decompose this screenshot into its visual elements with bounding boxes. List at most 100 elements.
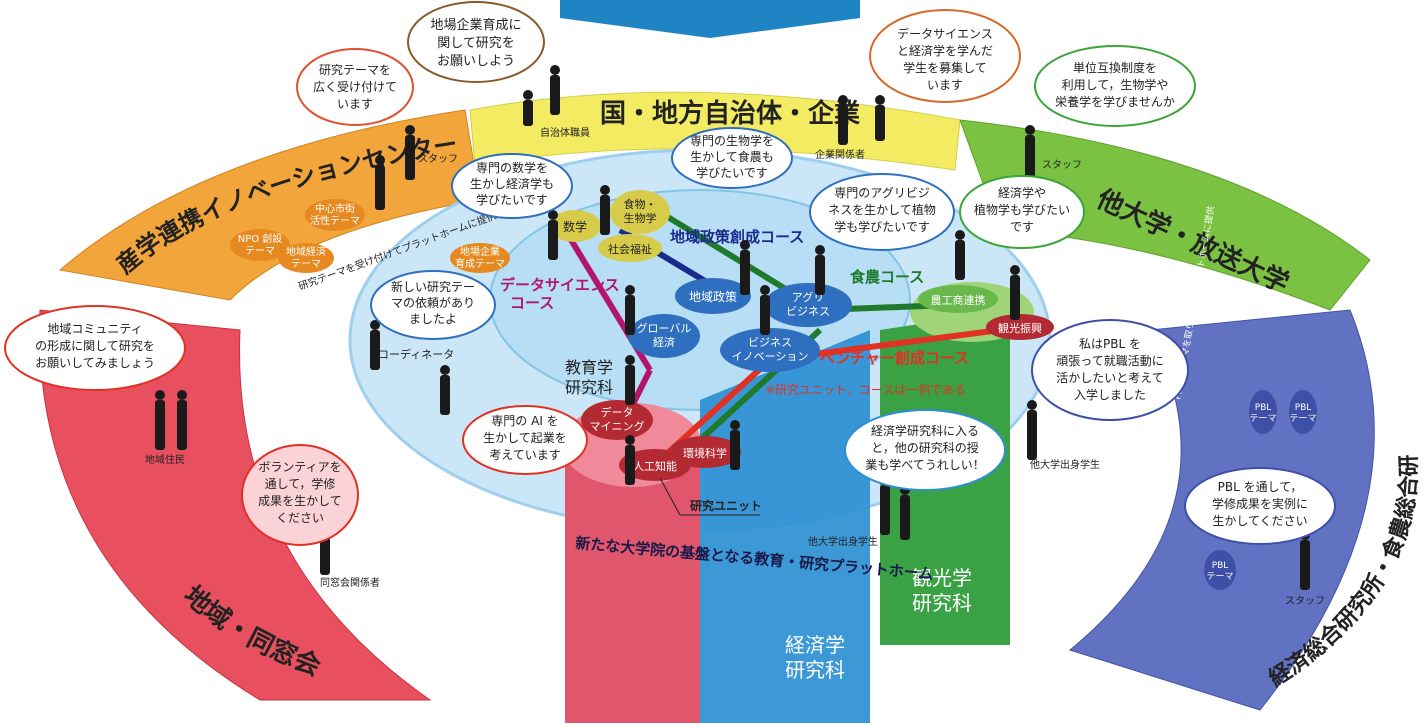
bubble-bio-student: 専門の生物学を 生かして食農も 学びたいです — [671, 127, 793, 189]
label-staff-left: スタッフ — [418, 153, 458, 165]
b6-l3: 学びたいです — [476, 192, 548, 207]
unit-math-label: 数学 — [563, 219, 587, 234]
person-icon — [370, 320, 380, 370]
bubble-local-official: 地場企業育成に 関して研究を お願いしよう — [407, 1, 545, 83]
tag-re-l2: テーマ — [291, 259, 321, 270]
tag-downtown-l2: 活性テーマ — [310, 214, 360, 227]
arc-right — [959, 119, 1371, 311]
b14-l3: 業も学べてうれしい！ — [865, 457, 985, 472]
b5-l2: 生かして食農も — [690, 149, 774, 164]
b3-l1: 研究テーマを — [319, 62, 391, 77]
person-icon — [548, 210, 558, 260]
label-staff-right: スタッフ — [1042, 159, 1082, 171]
research-unit-label: 研究ユニット — [690, 498, 762, 513]
bubble-company: データサイエンス と経済学を学んだ 学生を募集して います — [869, 9, 1021, 103]
bubble-pbl-student: 私はPBL を 頑張って就職活動に 活かしたいと考えて 入学しました — [1031, 319, 1189, 421]
b2-l2: と経済学を学んだ — [897, 43, 993, 58]
bubble-econ-student: 経済学研究科に入る と，他の研究科の授 業も学べてうれしい！ — [844, 409, 1006, 491]
b2-l1: データサイエンス — [897, 26, 993, 41]
person-icon — [405, 125, 415, 180]
b12-l2: 通して，学修 — [265, 476, 336, 491]
bubble-alumni: ボランティアを 通して，学修 成果を生かして ください — [241, 444, 359, 546]
person-icon — [155, 390, 165, 450]
tag-lf-l2: 育成テーマ — [455, 257, 505, 270]
person-icon — [955, 230, 965, 280]
b2-l4: います — [927, 78, 963, 92]
person-icon — [625, 435, 635, 485]
person-icon — [838, 95, 848, 145]
b4-l3: 栄養学を学びませんか — [1055, 94, 1175, 109]
tag-pbl-3-l1: PBL — [1212, 561, 1229, 571]
tag-npo-l2: テーマ — [245, 246, 275, 257]
b11-l4: 入学しました — [1074, 387, 1146, 402]
b1-l3: お願いしよう — [437, 54, 515, 69]
bubble-staff-right: 単位互換制度を 利用して，生物学や 栄養学を学びませんか — [1034, 45, 1196, 127]
pillar-economics — [700, 330, 870, 723]
b9-l2: マの依頼があり — [391, 295, 475, 310]
education-school-l2: 研究科 — [565, 378, 613, 397]
bubble-coordinator: 新しい研究テー マの依頼があり ましたよ — [370, 270, 496, 340]
person-icon — [900, 485, 910, 540]
person-icon — [1025, 125, 1035, 180]
b12-l3: 成果を生かして — [258, 494, 342, 508]
label-local-official: 自治体職員 — [540, 126, 590, 139]
b9-l1: 新しい研究テー — [391, 279, 475, 294]
b5-l1: 専門の生物学を — [690, 133, 774, 148]
economics-school-l1: 経済学 — [785, 633, 845, 657]
arc-top-title: 国・地方自治体・企業 — [600, 98, 860, 129]
unit-food-bio-l2: 生物学 — [624, 211, 657, 225]
bubble-staff-left: 研究テーマを 広く受け付けて います — [296, 48, 414, 126]
label-other-grad-1: 他大学出身学生 — [808, 535, 878, 548]
b2-l3: 学生を募集して — [903, 60, 987, 75]
person-icon — [815, 245, 825, 295]
bubble-agri-student: 専門のアグリビジ ネスを生かして植物 学も学びたいです — [809, 173, 955, 251]
person-icon — [760, 285, 770, 335]
label-staff-br: スタッフ — [1285, 595, 1325, 607]
tag-pbl-1-l1: PBL — [1255, 403, 1272, 413]
person-icon — [625, 285, 635, 335]
tag-pbl-1-l2: テーマ — [1249, 413, 1276, 424]
person-icon — [375, 155, 385, 210]
b13-l2: 生かして起業を — [483, 431, 567, 445]
unit-bi-l1: ビジネス — [748, 336, 792, 349]
economics-school-l2: 研究科 — [785, 658, 845, 682]
unit-agri-commerce-label: 農工商連携 — [931, 293, 986, 307]
label-alumni: 同窓会関係者 — [320, 576, 380, 589]
unit-global-econ-l1: グローバル — [637, 321, 692, 335]
pillar-education — [565, 440, 700, 723]
b14-l1: 経済学研究科に入る — [871, 423, 979, 438]
b13-l3: 考えています — [489, 448, 560, 462]
b15-l1: PBL を通して， — [1218, 480, 1303, 494]
b4-l1: 単位互換制度を — [1073, 60, 1157, 75]
unit-global-econ-l2: 経済 — [653, 335, 675, 349]
tourism-school-l1: 観光学 — [912, 566, 972, 590]
person-icon — [625, 355, 635, 405]
b7-l3: 学も学びたいです — [834, 219, 930, 234]
unit-env-science-label: 環境科学 — [683, 446, 727, 460]
b4-l2: 利用して，生物学や — [1062, 77, 1169, 92]
b8-l1: 経済学や — [998, 185, 1046, 200]
unit-bi-l2: イノベーション — [732, 350, 809, 363]
tourism-school-l2: 研究科 — [912, 591, 972, 615]
b11-l2: 頑張って就職活動に — [1056, 354, 1163, 368]
b15-l3: 生かしてください — [1212, 514, 1307, 528]
unit-agri-business-l2: ビジネス — [786, 305, 830, 318]
bubble-math-student: 専門の数学を 生かし経済学も 学びたいです — [451, 153, 573, 219]
course-venture: ベンチャー創成コース — [820, 349, 969, 367]
b6-l2: 生かし経済学も — [470, 176, 554, 191]
b12-l4: ください — [276, 511, 324, 525]
b11-l3: 活かしたいと考えて — [1056, 371, 1163, 385]
unit-math: 数学 — [549, 210, 601, 242]
unit-tourism-promo-label: 観光振興 — [998, 321, 1042, 335]
b10-l1: 地域コミュニティ — [47, 322, 142, 336]
b1-l1: 地場企業育成に — [430, 17, 521, 33]
